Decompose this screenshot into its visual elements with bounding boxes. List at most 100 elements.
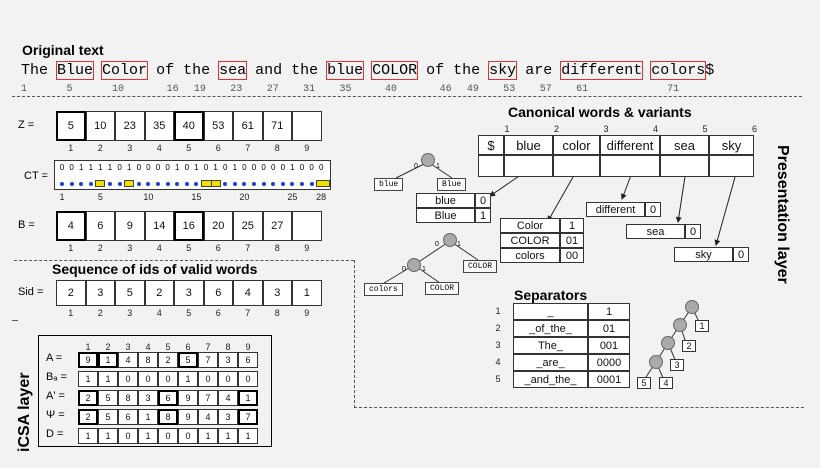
tree-node bbox=[407, 258, 421, 272]
z-array-label: Z = bbox=[18, 119, 35, 131]
canonical-empty bbox=[660, 155, 709, 177]
separator-name: _are_ bbox=[513, 354, 588, 371]
ct-index: 1 bbox=[59, 192, 65, 202]
sid-array-index: 1 bbox=[68, 308, 74, 318]
icsa-cell: 2 bbox=[158, 352, 178, 368]
icsa-col-index: 3 bbox=[125, 342, 131, 352]
tree-edge-label: 0 bbox=[402, 266, 406, 273]
sid-array-index: 7 bbox=[245, 308, 251, 318]
variant-sea-word: sea bbox=[626, 224, 685, 239]
icsa-divider bbox=[12, 320, 18, 321]
canonical-index: 5 bbox=[702, 124, 708, 134]
z-array-cell: 5 bbox=[56, 111, 86, 141]
sid-array-index: 3 bbox=[127, 308, 133, 318]
tree-leaf: COLOR bbox=[463, 260, 498, 273]
icsa-col-index: 1 bbox=[85, 342, 91, 352]
separator-name: _ bbox=[513, 303, 588, 320]
position-label: 40 bbox=[385, 84, 398, 95]
icsa-cell: 0 bbox=[158, 371, 178, 387]
text-segment: are bbox=[516, 62, 562, 79]
highlighted-word: Color bbox=[101, 61, 149, 80]
canonical-word: $ bbox=[478, 135, 504, 155]
sep-tree-leaf: 3 bbox=[670, 359, 684, 371]
icsa-cell: 0 bbox=[158, 428, 178, 444]
icsa-cell: 4 bbox=[198, 409, 218, 425]
sid-array-label: Sid = bbox=[18, 286, 44, 298]
canonical-index: 3 bbox=[603, 124, 609, 134]
icsa-cell: 0 bbox=[118, 371, 138, 387]
position-label: 27 bbox=[266, 84, 279, 95]
ct-index: 5 bbox=[97, 192, 103, 202]
separator-index: 1 bbox=[495, 306, 501, 316]
b-array-cell: 14 bbox=[144, 211, 174, 241]
ct-bit: 0 bbox=[117, 163, 122, 172]
sid-array-cell: 4 bbox=[233, 280, 263, 306]
sid-array-cell: 1 bbox=[292, 280, 322, 306]
canonical-heading: Canonical words & variants bbox=[508, 104, 692, 120]
b-array-index: 1 bbox=[68, 243, 74, 253]
icsa-cell: 5 bbox=[98, 390, 118, 406]
ct-index: 28 bbox=[316, 192, 327, 202]
icsa-row-label: A = bbox=[46, 352, 63, 364]
position-label: 57 bbox=[539, 84, 552, 95]
icsa-cell: 9 bbox=[178, 390, 198, 406]
icsa-cell: 6 bbox=[238, 352, 258, 368]
sid-array-cell: 3 bbox=[262, 280, 292, 306]
variant-sky-word: sky bbox=[674, 247, 733, 262]
ct-dot bbox=[175, 182, 180, 186]
z-array-index: 1 bbox=[68, 143, 74, 153]
icsa-cell: 1 bbox=[238, 428, 258, 444]
position-label: 16 bbox=[166, 84, 179, 95]
ct-bit: 1 bbox=[126, 163, 132, 172]
ct-index: 15 bbox=[191, 192, 202, 202]
ct-dot bbox=[60, 182, 64, 186]
text-segment: of the bbox=[417, 62, 490, 79]
sid-array-index: 9 bbox=[304, 308, 310, 318]
ct-bit: 0 bbox=[299, 163, 305, 172]
z-array-index: 2 bbox=[97, 143, 103, 153]
ct-dot bbox=[261, 182, 266, 186]
icsa-cell: 7 bbox=[198, 390, 218, 406]
ct-dot bbox=[309, 182, 314, 186]
ct-dot bbox=[280, 182, 285, 186]
tree-leaf: Blue bbox=[437, 178, 467, 191]
b-array-label: B = bbox=[18, 219, 35, 231]
icsa-col-index: 4 bbox=[145, 342, 151, 352]
highlighted-word: Blue bbox=[56, 61, 95, 80]
tree-node bbox=[685, 300, 699, 314]
b-array-index: 5 bbox=[186, 243, 192, 253]
b-array-cell: 16 bbox=[174, 211, 204, 241]
z-array-index: 3 bbox=[127, 143, 133, 153]
top-divider bbox=[12, 96, 802, 97]
variant-blue-code: 0 bbox=[475, 193, 491, 208]
position-label: 5 bbox=[66, 84, 73, 95]
icsa-row-label: D = bbox=[46, 428, 64, 440]
sid-array-cell: 2 bbox=[56, 280, 86, 306]
sequence-heading: Sequence of ids of valid words bbox=[52, 261, 258, 277]
tree-edge-label: 1 bbox=[436, 163, 440, 170]
ct-bit: 0 bbox=[222, 163, 228, 172]
icsa-cell: 5 bbox=[98, 409, 118, 425]
text-segment bbox=[93, 62, 102, 79]
text-segment: of the bbox=[147, 62, 220, 79]
icsa-cell: 1 bbox=[178, 371, 198, 387]
ct-marker bbox=[316, 180, 331, 187]
z-array-cell: 53 bbox=[203, 111, 233, 141]
position-label: 10 bbox=[112, 84, 125, 95]
icsa-cell: 5 bbox=[178, 352, 198, 368]
ct-bit: 1 bbox=[107, 163, 113, 172]
ct-dot bbox=[136, 182, 141, 186]
icsa-cell: 1 bbox=[78, 428, 98, 444]
ct-bit: 0 bbox=[203, 163, 209, 172]
tree-leaf: blue bbox=[374, 178, 404, 191]
original-text-heading: Original text bbox=[22, 42, 104, 58]
b-array-index: 9 bbox=[304, 243, 310, 253]
sid-array-index: 4 bbox=[156, 308, 162, 318]
icsa-cell: 1 bbox=[98, 352, 118, 368]
icsa-cell: 8 bbox=[138, 352, 158, 368]
highlighted-word: colors bbox=[650, 61, 707, 80]
ct-dot bbox=[252, 182, 256, 186]
ct-index: 10 bbox=[143, 192, 154, 202]
separator-index: 5 bbox=[495, 374, 501, 384]
z-array-cell: 71 bbox=[262, 111, 292, 141]
